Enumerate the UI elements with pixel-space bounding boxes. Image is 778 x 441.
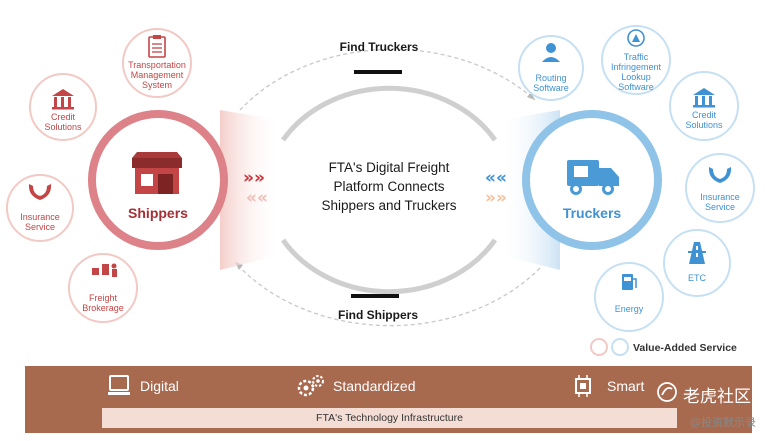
center-caption-line-3: Shippers and Truckers (321, 198, 457, 213)
inner-arc-bottom (280, 238, 498, 295)
shipper-service-insurance-circle (6, 174, 74, 242)
shop-icon (132, 152, 182, 194)
shippers-label: Shippers (128, 205, 188, 221)
hands-protect-icon (708, 167, 732, 183)
chevron-right-dark-icon: »» (243, 168, 265, 188)
people-boxes-icon (92, 263, 117, 277)
infra-item-standardized: Standardized (333, 378, 416, 394)
bank-icon (52, 89, 74, 110)
highway-icon (688, 242, 706, 264)
arc-marker-top (354, 70, 402, 74)
trucker-service-traffic-circle (601, 25, 671, 95)
outer-dashed-arc-top (239, 48, 536, 111)
center-caption: FTA's Digital Freight Platform Connects … (282, 158, 496, 215)
infra-item-digital: Digital (140, 378, 179, 394)
clipboard-icon (148, 35, 166, 58)
truckers-label: Truckers (562, 205, 622, 221)
trucker-service-routing-label: Routing Software (533, 73, 569, 93)
hands-protect-icon (28, 184, 52, 200)
trucker-service-insurance-label: Insurance Service (700, 192, 740, 212)
inner-arc-top (280, 85, 498, 142)
shipper-service-tms-label: Transportation Management System (128, 60, 186, 90)
truck-icon (567, 160, 619, 195)
monitor-icon (108, 375, 130, 395)
arc-arrowhead-top (527, 92, 535, 100)
find-shippers-label: Find Shippers (337, 308, 418, 322)
shipper-service-brokerage-circle (68, 253, 138, 323)
gears-icon (297, 375, 324, 397)
traffic-cone-icon (627, 29, 645, 47)
legend-shipper-circle (590, 338, 608, 356)
shipper-service-tms-circle (122, 28, 192, 98)
shipper-service-insurance-label: Insurance Service (20, 212, 60, 232)
legend-trucker-circle (611, 338, 629, 356)
chevron-left-light-icon: «« (246, 188, 268, 208)
infrastructure-title: FTA's Technology Infrastructure (102, 408, 677, 428)
trucker-service-credit-label: Credit Solutions (685, 110, 723, 130)
bank-icon (693, 88, 715, 108)
find-truckers-label: Find Truckers (339, 40, 419, 54)
chip-icon (575, 375, 591, 397)
infra-item-smart: Smart (607, 378, 645, 394)
watermark-text: 老虎社区 (683, 387, 751, 407)
watermark-logo-icon (657, 382, 677, 402)
trucker-service-energy-circle (594, 262, 664, 332)
watermark-handle: @投资默示录 (690, 416, 756, 429)
shippers-wedge (220, 110, 280, 270)
center-caption-line-1: FTA's Digital Freight (328, 160, 450, 175)
trucker-service-traffic-label: Traffic Infringement Lookup Software (610, 52, 662, 92)
trucker-service-insurance-circle (685, 153, 755, 223)
chevron-left-dark-icon: «« (485, 168, 507, 188)
center-caption-line-2: Platform Connects (333, 179, 445, 194)
legend-label: Value-Added Service (633, 342, 737, 354)
outer-dashed-arc-bottom (234, 261, 541, 327)
trucker-service-etc-label: ETC (688, 273, 706, 283)
shipper-service-credit-label: Credit Solutions (44, 112, 82, 132)
chevron-right-light-icon: »» (485, 188, 507, 208)
trucker-service-routing-circle (518, 35, 584, 101)
shipper-service-brokerage-label: Freight Brokerage (82, 293, 124, 313)
trucker-service-energy-label: Energy (614, 304, 644, 314)
person-route-icon (542, 43, 560, 62)
fuel-pump-icon (622, 274, 637, 290)
arc-marker-bottom (351, 294, 399, 298)
